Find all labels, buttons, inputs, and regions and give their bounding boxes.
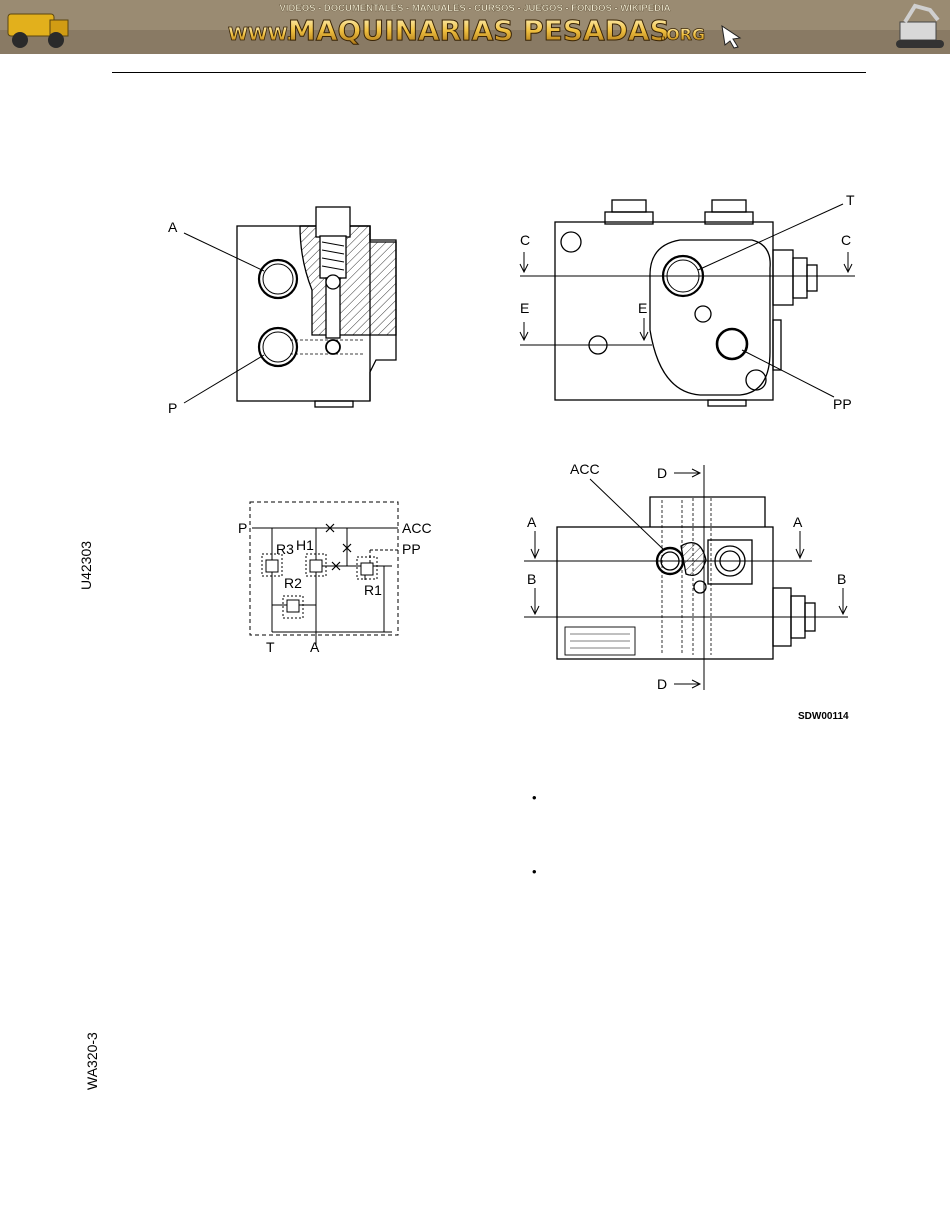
hatched-section (300, 226, 396, 335)
label-d-top: D (657, 465, 667, 481)
valve-r2 (287, 600, 299, 612)
label-pp-view2: PP (833, 396, 852, 412)
label-a-view1: A (168, 219, 178, 235)
small-port (326, 340, 340, 354)
port-p (259, 328, 297, 366)
front-view-right (520, 200, 855, 406)
label-r2: R2 (284, 575, 302, 591)
label-h1: H1 (296, 537, 314, 553)
block-outline-4 (557, 527, 773, 659)
port-a (259, 260, 297, 298)
label-e-left: E (520, 300, 529, 316)
small-port-2 (695, 306, 711, 322)
bullet-2: • (532, 864, 537, 879)
label-a-right: A (793, 514, 803, 530)
mount-hole-2 (746, 370, 766, 390)
label-r3: R3 (276, 541, 294, 557)
label-t-schematic: T (266, 639, 275, 655)
top-extension (650, 497, 765, 527)
port-pp (717, 329, 747, 359)
valve-h1 (310, 560, 322, 572)
label-c-left: C (520, 232, 530, 248)
bullet-1: • (532, 790, 537, 805)
label-b-right: B (837, 571, 846, 587)
label-c-right: C (841, 232, 851, 248)
side-fitting (773, 250, 793, 305)
label-a-left: A (527, 514, 537, 530)
label-b-left: B (527, 571, 536, 587)
label-acc-schematic: ACC (402, 520, 432, 536)
label-t: T (846, 192, 855, 208)
side-view-left (184, 207, 396, 407)
mount-hole-1 (561, 232, 581, 252)
figure-code: SDW00114 (798, 711, 849, 722)
ball (326, 275, 340, 289)
label-pp-schematic: PP (402, 541, 421, 557)
label-e-right: E (638, 300, 647, 316)
bottom-view-right (524, 465, 848, 690)
valve-r3 (266, 560, 278, 572)
label-acc-view4: ACC (570, 461, 600, 477)
label-r1: R1 (364, 582, 382, 598)
label-a-schematic: A (310, 639, 320, 655)
label-p-schematic: P (238, 520, 247, 536)
valve-r1 (361, 563, 373, 575)
plug-cap (316, 207, 350, 237)
label-p-view1: P (168, 400, 177, 416)
label-d-bottom: D (657, 676, 667, 692)
hydraulic-schematic (250, 502, 398, 646)
bottom-boss (315, 401, 353, 407)
